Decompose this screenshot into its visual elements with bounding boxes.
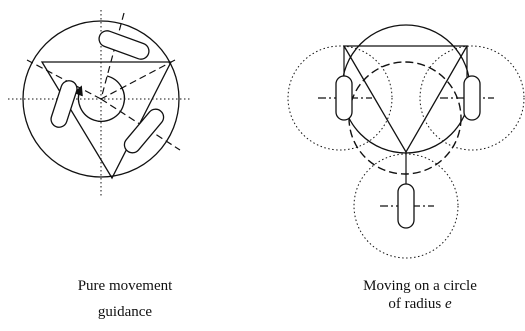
right-outer-circle — [341, 24, 471, 154]
rotation-arrow — [73, 75, 126, 122]
right-wheel-left — [335, 75, 353, 121]
right-triangle — [342, 45, 469, 154]
radius-e-circle — [348, 61, 462, 175]
left-dashed-axis-left — [26, 59, 102, 100]
left-wheel-top — [98, 30, 150, 60]
right-caption-radius-text: of radius — [388, 296, 442, 312]
right-panel — [287, 24, 525, 259]
right-dotted-circle-right — [419, 45, 525, 151]
right-wheel-bottom — [397, 183, 415, 229]
left-dashed-axis-right — [100, 59, 176, 100]
left-outer-circle — [22, 20, 180, 178]
right-caption-line2: of radius e — [325, 294, 515, 314]
right-caption-line1: Moving on a circle — [363, 278, 477, 294]
left-caption-line2: guidance — [97, 304, 153, 320]
left-dashed-axis-top — [100, 12, 125, 100]
radius-symbol: e — [444, 296, 452, 312]
right-wheel-right — [463, 75, 481, 121]
left-wheel-left — [50, 80, 78, 128]
left-triangle — [40, 61, 173, 180]
left-panel — [8, 10, 192, 196]
right-dotted-circle-left — [287, 45, 393, 151]
left-wheel-right — [123, 108, 165, 154]
left-caption-line1: Pure movement — [77, 278, 173, 294]
